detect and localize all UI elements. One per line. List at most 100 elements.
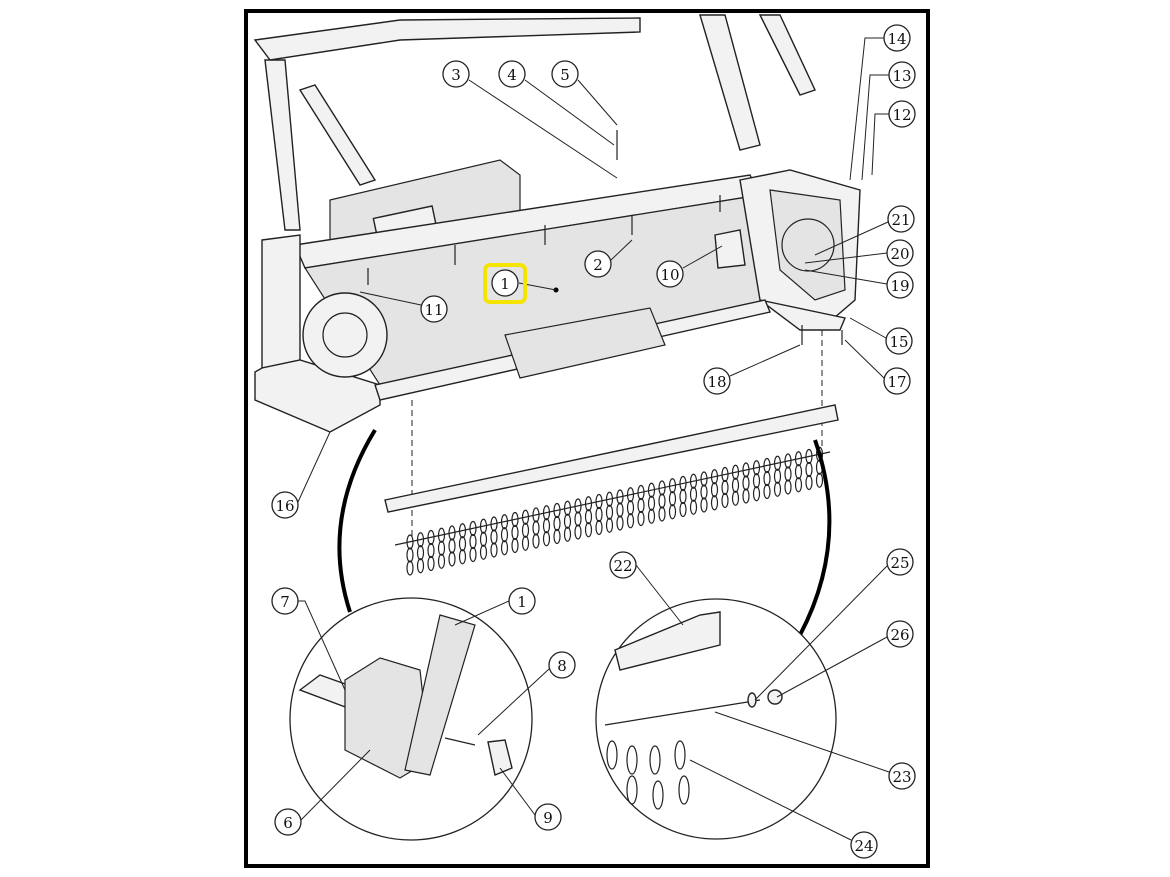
callout-6[interactable]: 6 [274, 808, 302, 836]
chain-link [469, 546, 477, 563]
chain-link [773, 481, 782, 497]
chain-link [679, 475, 687, 492]
svg-text:8: 8 [557, 657, 567, 675]
machine-illustration [253, 14, 861, 841]
chain-link [563, 526, 572, 542]
chain-link [710, 469, 719, 485]
callout-14[interactable]: 14 [883, 24, 911, 52]
callout-1-detail[interactable]: 1 [508, 587, 536, 615]
chain-link [679, 488, 687, 505]
callout-2[interactable]: 2 [584, 250, 612, 278]
chain-link [794, 477, 803, 493]
chain-link [763, 457, 771, 474]
callout-1[interactable]: 1 [491, 269, 519, 297]
callout-9[interactable]: 9 [534, 803, 562, 831]
svg-text:1: 1 [517, 593, 527, 611]
chain-link [773, 455, 782, 471]
callout-26[interactable]: 26 [886, 620, 914, 648]
chain-link [574, 498, 582, 514]
svg-text:19: 19 [890, 277, 909, 295]
callout-22[interactable]: 22 [609, 551, 637, 579]
chain-link [500, 514, 509, 530]
chain-link [647, 508, 656, 524]
callout-7[interactable]: 7 [271, 587, 299, 615]
chain-link [406, 547, 414, 563]
chain-link [458, 549, 467, 565]
chain-link [595, 506, 603, 523]
chain-link [416, 558, 425, 574]
chain-link [794, 451, 803, 467]
chain-link [668, 504, 677, 520]
chain-link [731, 464, 740, 480]
chain-link [479, 518, 488, 534]
callout-8[interactable]: 8 [548, 651, 576, 679]
callout-10[interactable]: 10 [656, 260, 684, 288]
chain-link [584, 496, 593, 512]
chain-link [511, 537, 519, 554]
chain-link [700, 484, 708, 500]
callout-15[interactable]: 15 [885, 327, 913, 355]
chain-link [437, 553, 446, 569]
chain-link [584, 509, 593, 525]
chain-link [437, 540, 446, 556]
svg-text:10: 10 [660, 266, 679, 284]
svg-text:7: 7 [280, 593, 290, 611]
chain-link [595, 519, 603, 536]
chain-link [427, 555, 435, 572]
chain-link [542, 531, 551, 547]
chain-link [647, 482, 656, 498]
callout-23[interactable]: 23 [888, 762, 916, 790]
chain-link [815, 472, 824, 488]
chain-link [721, 479, 729, 496]
callout-21[interactable]: 21 [887, 205, 915, 233]
callout-3[interactable]: 3 [442, 60, 470, 88]
chain-link [479, 544, 488, 560]
svg-text:9: 9 [543, 809, 553, 827]
svg-text:17: 17 [887, 373, 906, 391]
chain-link [752, 460, 761, 476]
callout-5[interactable]: 5 [551, 60, 579, 88]
chain-link [637, 484, 645, 501]
svg-text:20: 20 [890, 245, 909, 263]
callout-11[interactable]: 11 [420, 295, 448, 323]
callout-12[interactable]: 12 [888, 100, 916, 128]
callout-16[interactable]: 16 [271, 491, 299, 519]
chain-link [742, 462, 750, 478]
chain-link [427, 542, 435, 559]
chain-link [626, 500, 635, 516]
chain-link [437, 527, 446, 543]
chain-link [658, 480, 666, 496]
chain-link [626, 487, 635, 503]
callout-20[interactable]: 20 [886, 239, 914, 267]
chain-link [490, 542, 498, 558]
svg-text:13: 13 [892, 67, 911, 85]
chain-link [668, 478, 677, 494]
svg-text:15: 15 [889, 333, 908, 351]
callout-19[interactable]: 19 [886, 271, 914, 299]
chain-link [784, 466, 792, 482]
chain-link [469, 520, 477, 537]
callout-18[interactable]: 18 [703, 367, 731, 395]
chain-link [448, 551, 456, 567]
svg-text:2: 2 [593, 256, 603, 274]
chain-link [563, 513, 572, 529]
callout-13[interactable]: 13 [888, 61, 916, 89]
callout-24[interactable]: 24 [850, 831, 878, 859]
svg-text:25: 25 [890, 554, 909, 572]
chain-link [521, 509, 530, 525]
chain-link [731, 490, 740, 506]
highlight-box [483, 263, 527, 304]
chain-link [521, 535, 530, 551]
chain-link [689, 473, 698, 489]
chain-link [532, 520, 540, 536]
svg-text:18: 18 [707, 373, 726, 391]
callout-4[interactable]: 4 [498, 60, 526, 88]
chain-link [458, 536, 467, 552]
svg-text:26: 26 [890, 626, 909, 644]
chain-link [731, 477, 740, 493]
chain-link [532, 507, 540, 523]
callout-25[interactable]: 25 [886, 548, 914, 576]
callout-17[interactable]: 17 [883, 367, 911, 395]
chain-link [416, 545, 425, 561]
chain-link [721, 466, 729, 483]
